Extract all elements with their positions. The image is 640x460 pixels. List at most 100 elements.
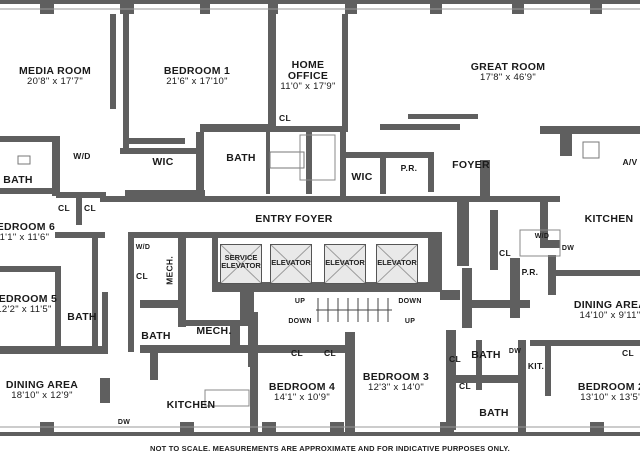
mech-core-text: MECH. (196, 325, 232, 337)
bath-left-text: BATH (3, 174, 33, 186)
cl-core-label: CL (136, 272, 148, 281)
elevator-2: ELEVATOR (324, 244, 366, 284)
footer-note: NOT TO SCALE. MEASUREMENTS ARE APPROXIMA… (150, 444, 510, 453)
bath-bed3-2-label: BATH (479, 407, 509, 419)
dw-right-text: DW (561, 245, 575, 252)
bath-bed3-1-text: BATH (471, 349, 501, 361)
down-right-text: DOWN (398, 298, 422, 305)
elevator-2-label: ELEVATOR (325, 258, 365, 267)
cl-left-2-label: CL (84, 204, 96, 213)
bedroom-5-name: BEDROOM 5 (0, 293, 58, 305)
dw-bed3-label: DW (509, 348, 521, 355)
cl-bed3-2-label: CL (459, 382, 471, 391)
cl-bed2-label: CL (622, 349, 634, 358)
kitchen-right-label: KITCHEN (585, 213, 634, 225)
bath-master-text: BATH (226, 152, 256, 164)
cl-office-text: CL (279, 113, 291, 123)
foyer-label: FOYER (452, 159, 490, 171)
kitchen-left-label: KITCHEN (167, 399, 216, 411)
media-room-dims: 20'8" x 17'7" (26, 76, 83, 88)
cl-bed3-2-text: CL (459, 381, 471, 391)
elevator-3-cross-icon (377, 245, 417, 283)
elevator-3: ELEVATOR (376, 244, 418, 284)
cl-left-2-text: CL (84, 203, 96, 213)
elevator-1-cross-icon (271, 245, 311, 283)
down-left-text: DOWN (288, 318, 312, 325)
bedroom-4-name: BEDROOM 4 (268, 381, 336, 393)
cl-bed4-1-text: CL (291, 348, 303, 358)
dw-bed3-text: DW (508, 348, 522, 355)
bedroom-5-label: BEDROOM 5 12'2" x 11'5" (0, 293, 58, 316)
cl-bed4-2-text: CL (324, 348, 336, 358)
media-room-name: MEDIA ROOM (18, 65, 92, 77)
bedroom-2-dims: 13'10" x 13'5" (580, 392, 640, 404)
av-label: A/V (622, 158, 637, 167)
entry-foyer-label: ENTRY FOYER (255, 213, 333, 225)
elevator-2-cross-icon (325, 245, 365, 283)
cl-bed2-text: CL (622, 348, 634, 358)
bath-master-label: BATH (226, 152, 256, 164)
dining-area-left-label: DINING AREA 18'10" x 12'9" (5, 379, 79, 402)
bedroom-6-label: BEDROOM 6 11'1" x 11'6" (0, 221, 56, 243)
wic-2-text: WIC (351, 171, 373, 183)
dining-area-left-dims: 18'10" x 12'9" (11, 390, 73, 402)
mech-vertical-text: MECH. (164, 256, 175, 285)
home-office-dims: 11'0" x 17'9" (280, 81, 336, 93)
cl-bed3-label: CL (449, 355, 461, 364)
mech-core-label: MECH. (196, 325, 232, 337)
elevator-3-label: ELEVATOR (377, 258, 417, 267)
wd-left-label: W/D (73, 152, 90, 161)
bedroom-4-label: BEDROOM 4 14'1" x 10'9" (268, 381, 336, 404)
wic-2-label: WIC (351, 171, 373, 183)
entry-foyer-text: ENTRY FOYER (255, 213, 333, 225)
bedroom-2-label: BEDROOM 2 13'10" x 13'5" (578, 381, 640, 404)
bath-bed3-1-label: BATH (471, 349, 501, 361)
service-elevator-line2: ELEVATOR (221, 260, 261, 270)
bedroom-5-dims: 12'2" x 11'5" (0, 304, 52, 316)
dining-area-right-label: DINING AREA 14'10" x 9'11" (573, 299, 640, 322)
bedroom-6-name: BEDROOM 6 (0, 221, 56, 233)
home-office-name-line2: OFFICE (287, 70, 329, 83)
bedroom-1-label: BEDROOM 1 21'6" x 17'10" (164, 65, 230, 88)
pr-right-label: P.R. (522, 268, 539, 277)
up-left-text: UP (294, 298, 306, 305)
bedroom-3-dims: 12'3" x 14'0" (367, 382, 425, 394)
wd-right-label: W/D (535, 233, 550, 240)
wic-label: WIC (152, 156, 173, 168)
cl-bed4-1-label: CL (291, 349, 303, 358)
cl-bed4-2-label: CL (324, 349, 336, 358)
cl-left-1-text: CL (58, 203, 70, 213)
elevator-1: ELEVATOR (270, 244, 312, 284)
dining-area-left-name: DINING AREA (5, 379, 79, 391)
service-elevator-cross-icon (221, 245, 261, 283)
dining-area-right-dims: 14'10" x 9'11" (579, 310, 640, 322)
foyer-text: FOYER (452, 159, 490, 171)
cl-office-label: CL (279, 114, 291, 123)
wd-right-text: W/D (534, 233, 550, 240)
wd-core-text: W/D (135, 244, 151, 251)
media-room-label: MEDIA ROOM 20'8" x 17'7" (18, 65, 92, 88)
bedroom-1-dims: 21'6" x 17'10" (166, 76, 228, 88)
down-right-label: DOWN (398, 298, 421, 305)
dw-right-label: DW (562, 245, 574, 252)
pr-top-label: P.R. (401, 164, 418, 173)
bath-bed5-label: BATH (67, 311, 97, 323)
bath-bed3-2-text: BATH (479, 407, 509, 419)
bath-core-label: BATH (141, 330, 171, 342)
bath-bed5-text: BATH (67, 311, 97, 323)
cl-core-text: CL (136, 271, 148, 281)
home-office-name-line1: HOME (291, 59, 325, 71)
great-room-label: GREAT ROOM 17'8" x 46'9" (471, 61, 546, 84)
great-room-dims: 17'8" x 46'9" (479, 72, 536, 84)
dw-left-label: DW (118, 419, 130, 426)
home-office-label: HOME OFFICE 11'0" x 17'9" (280, 59, 336, 93)
av-text: A/V (622, 157, 638, 167)
elevator-1-label: ELEVATOR (271, 258, 311, 267)
dining-area-right-name: DINING AREA (573, 299, 640, 311)
up-left-label: UP (295, 298, 305, 305)
wd-left-text: W/D (73, 151, 91, 161)
bedroom-4-dims: 14'1" x 10'9" (273, 392, 331, 404)
down-left-label: DOWN (288, 318, 311, 325)
